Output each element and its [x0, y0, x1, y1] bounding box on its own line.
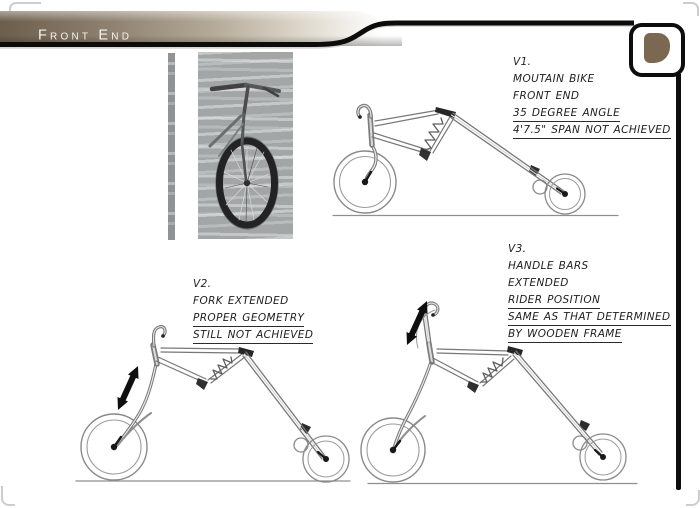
note-line: SAME AS THAT DETERMINED [508, 309, 671, 326]
page-title: Front End [38, 28, 132, 44]
version-label: V2. [193, 278, 212, 290]
photo-bike-front-end [208, 82, 281, 230]
page-right-border [676, 74, 681, 490]
corner-logo [629, 23, 685, 77]
sketch-v2 [75, 325, 351, 483]
version-label: V1. [513, 56, 532, 68]
header-banner: Front End [0, 9, 636, 49]
note-line: BY WOODEN FRAME [508, 326, 671, 343]
note-line: 35 DEGREE ANGLE [513, 105, 671, 122]
extension-arrow-icon [406, 301, 428, 345]
note-line: HANDLE BARS [508, 260, 589, 272]
note-line: FORK EXTENDED [193, 295, 289, 307]
banner-border-curve [0, 20, 634, 47]
note-line: 4'7.5" SPAN NOT ACHIEVED [513, 122, 671, 139]
extension-arrow-icon [117, 366, 139, 410]
note-line: EXTENDED [508, 277, 569, 289]
note-line: FRONT END [513, 90, 580, 102]
annotation-v3: V3. HANDLE BARS EXTENDED RIDER POSITION … [508, 241, 671, 343]
annotation-v2: V2. FORK EXTENDED PROPER GEOMETRY STILL … [193, 276, 314, 344]
note-line: STILL NOT ACHIEVED [193, 327, 314, 344]
photo-strip [168, 53, 175, 240]
corner-bracket-bottom-left [1, 486, 15, 506]
corner-bracket-bottom-right [686, 490, 700, 506]
version-label: V3. [508, 243, 527, 255]
corner-bracket-top-left [9, 2, 41, 17]
note-line: PROPER GEOMETRY [193, 310, 313, 327]
annotation-v1: V1. MOUTAIN BIKE FRONT END 35 DEGREE ANG… [513, 54, 671, 139]
note-line: MOUTAIN BIKE [513, 73, 595, 85]
reference-photo [198, 52, 293, 239]
note-line: RIDER POSITION [508, 292, 671, 309]
corner-bracket-top-right [683, 2, 699, 16]
